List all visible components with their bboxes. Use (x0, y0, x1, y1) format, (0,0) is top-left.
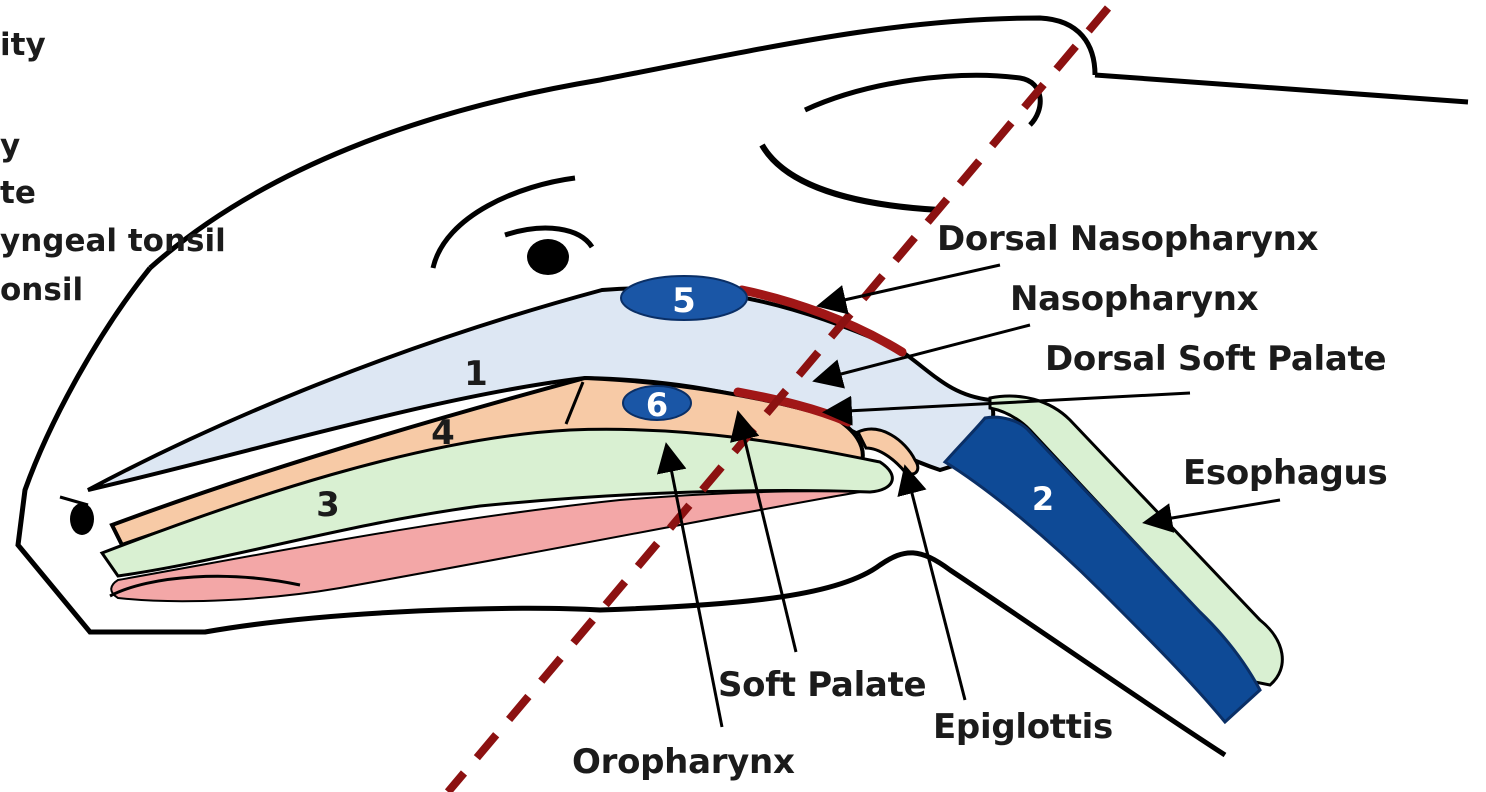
legend-item-5: onsil (0, 275, 83, 306)
region-number-2: 2 (1032, 480, 1054, 518)
eye (527, 239, 569, 275)
label-epiglottis: Epiglottis (933, 710, 1113, 744)
label-dorsal-nasopharynx: Dorsal Nasopharynx (937, 222, 1318, 256)
jaw-ridge (762, 145, 940, 210)
ear-fold (805, 75, 1040, 125)
neck-line (1095, 75, 1468, 102)
label-nasopharynx: Nasopharynx (1010, 282, 1258, 316)
legend-item-1: ity (0, 30, 46, 61)
region-number-4: 4 (431, 413, 455, 453)
label-soft-palate: Soft Palate (718, 668, 926, 702)
arrow-esophagus (1148, 500, 1280, 522)
legend-item-3: te (0, 178, 36, 209)
legend-item-4: yngeal tonsil (0, 226, 226, 257)
label-oropharynx: Oropharynx (572, 745, 795, 779)
region-number-5: 5 (672, 281, 696, 321)
nostril (70, 503, 94, 535)
label-dorsal-soft-palate: Dorsal Soft Palate (1045, 342, 1386, 376)
arrow-dorsal-nasopharynx (822, 265, 1000, 305)
region-number-1: 1 (464, 354, 488, 394)
legend-item-2: y (0, 131, 20, 162)
region-number-3: 3 (316, 485, 340, 525)
region-number-6: 6 (646, 386, 668, 424)
label-esophagus: Esophagus (1183, 456, 1387, 490)
